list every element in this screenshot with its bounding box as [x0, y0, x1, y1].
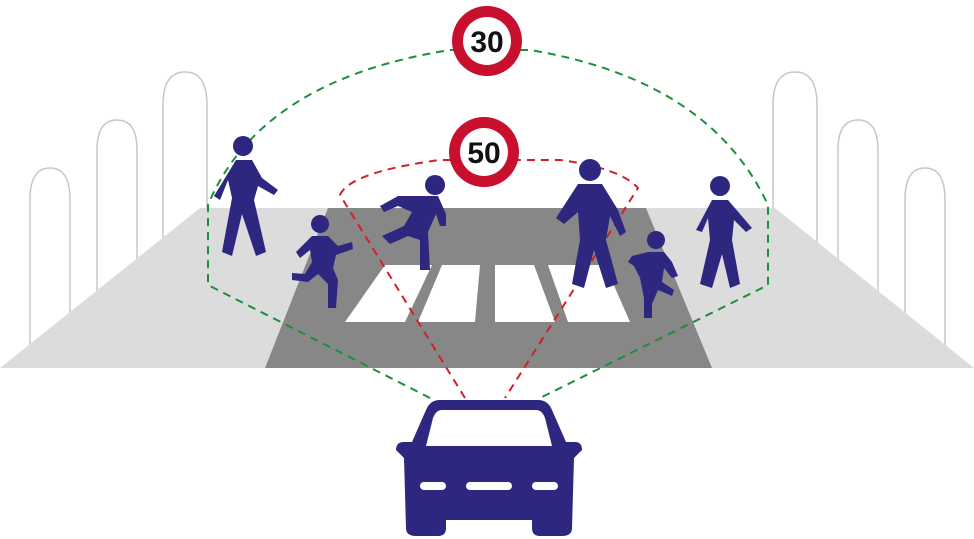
running-child-icon	[628, 231, 678, 318]
running-child-icon	[292, 215, 353, 308]
arch-right-1	[772, 71, 818, 250]
car-headlight-left	[420, 482, 446, 490]
sidewalk-left	[0, 208, 328, 368]
narrow-detection-zone	[338, 159, 640, 399]
arch-left-3	[162, 71, 208, 250]
car-grille	[466, 482, 512, 490]
pedestrians	[214, 136, 752, 318]
arch-right-2	[837, 119, 879, 330]
speed-limit-sign-far: 30	[452, 6, 522, 76]
speed-limit-far-text: 30	[470, 26, 503, 59]
speed-limit-near-text: 50	[467, 137, 500, 170]
car-front-icon	[396, 400, 582, 536]
walking-person-icon	[380, 175, 446, 270]
car-windshield	[426, 410, 552, 446]
walking-person-icon	[696, 176, 752, 288]
walking-person-icon	[556, 159, 626, 288]
arch-left-1	[29, 167, 71, 345]
car-headlight-right	[532, 482, 558, 490]
crosswalk-stripe	[418, 265, 480, 322]
arch-left-2	[96, 119, 138, 345]
background-arches	[29, 71, 946, 345]
walking-person-icon	[214, 136, 278, 256]
crosswalk-stripe	[495, 265, 555, 322]
arch-right-3	[904, 167, 946, 345]
speed-limit-sign-near: 50	[449, 117, 519, 187]
crosswalk	[345, 265, 630, 322]
